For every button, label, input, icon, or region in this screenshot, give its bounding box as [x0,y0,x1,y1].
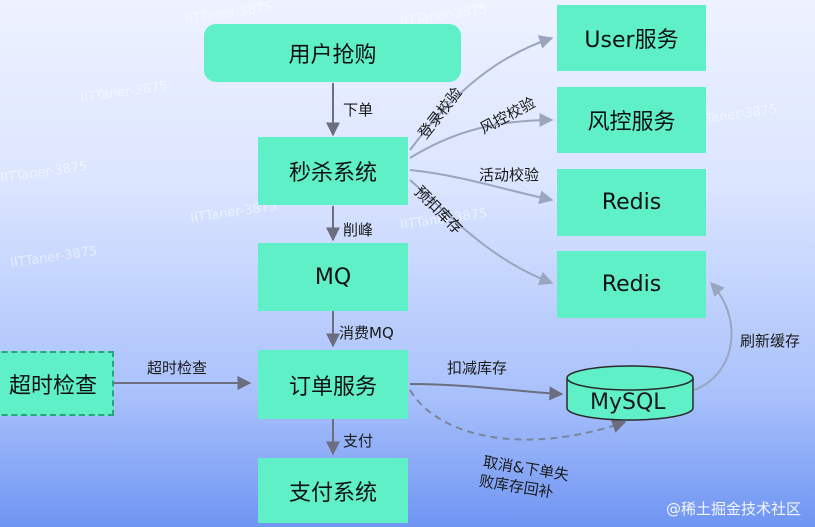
node-risk-service: 风控服务 [557,87,706,153]
node-user-purchase: 用户抢购 [204,24,461,82]
node-redis-top: Redis [557,169,706,236]
edge-risk-check [409,113,554,159]
edge-activity-check [409,169,554,205]
edge-compensate [409,389,627,441]
node-redis-bottom: Redis [557,251,706,318]
node-seckill: 秒杀系统 [258,137,408,205]
edge-login-check [409,35,554,151]
label-refresh-cache: 刷新缓存 [740,332,801,350]
node-user-service: User服务 [557,5,706,71]
label-deduct-stock: 扣减库存 [447,359,508,377]
label-timeout-check: 超时检查 [147,359,208,377]
node-payment: 支付系统 [258,458,408,523]
mysql-cylinder [566,365,694,421]
node-timeout-check: 超时检查 [0,351,114,416]
node-mysql-label: MySQL [590,390,666,415]
footer-credit: @稀土掘金技术社区 [665,500,801,518]
edge-refresh-cache [693,281,733,391]
label-consume-mq: 消费MQ [339,324,394,342]
node-order-service: 订单服务 [258,350,408,419]
edge-deduct-stock [409,383,564,401]
label-pay: 支付 [343,432,374,450]
label-peak-shaving: 削峰 [343,221,374,239]
label-activity-check: 活动校验 [479,166,540,184]
node-mq: MQ [258,243,408,311]
edge-pre-deduct [409,179,554,286]
label-place-order: 下单 [343,101,374,119]
